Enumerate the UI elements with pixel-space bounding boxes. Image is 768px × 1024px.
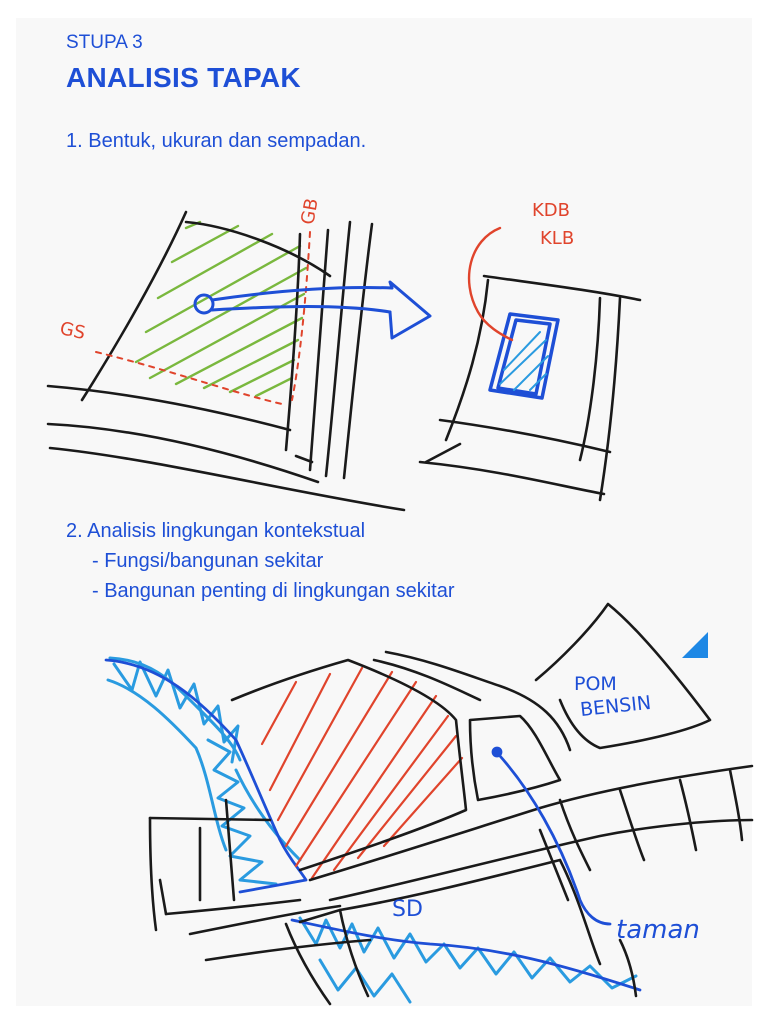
section-2-heading: 2. Analisis lingkungan kontekstual (66, 520, 366, 542)
sketch2-labels: POM BENSIN SD taman (392, 673, 700, 945)
kicker-label: STUPA 3 (66, 32, 143, 53)
sketch1-labels: GB GS KDB KLB (58, 197, 574, 344)
site-plan-lines (418, 274, 642, 502)
building-hatch (499, 331, 549, 391)
transform-arrow (193, 280, 432, 340)
page-title: ANALISIS TAPAK (66, 62, 301, 93)
river-upper (106, 656, 302, 886)
label-taman: taman (616, 915, 700, 945)
river-lower (298, 916, 638, 1004)
kdb-leader (467, 226, 514, 342)
section-1-heading: 1. Bentuk, ukuran dan sempadan. (66, 130, 367, 152)
block-lines (148, 602, 754, 1006)
setback-lines (95, 231, 311, 405)
label-bensin: BENSIN (579, 692, 652, 721)
lot-outline (46, 210, 406, 512)
taman-leader (491, 746, 612, 926)
label-klb: KLB (540, 228, 574, 249)
section-2-bullet-2: - Bangunan penting di lingkungan sekitar (92, 580, 455, 602)
label-sd: SD (392, 897, 423, 922)
river-lower-edge (290, 918, 642, 992)
label-kdb: KDB (532, 200, 570, 221)
building-footprint (488, 312, 560, 400)
label-gb: GB (297, 197, 322, 227)
label-pom: POM (574, 673, 617, 695)
corner-triangle (682, 632, 708, 658)
label-gs: GS (58, 318, 87, 344)
river-upper-edge (104, 658, 308, 894)
site-hatch-red (260, 666, 464, 880)
section-2-bullet-1: - Fungsi/bangunan sekitar (92, 550, 324, 572)
